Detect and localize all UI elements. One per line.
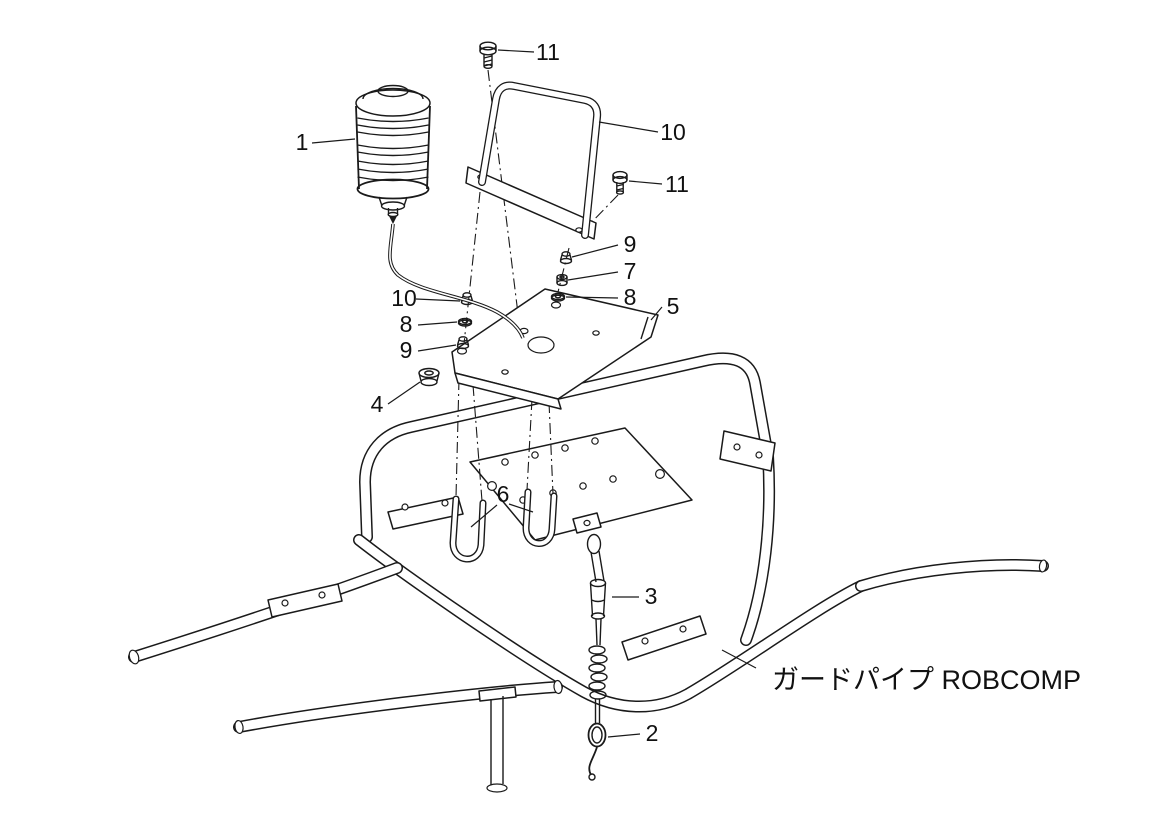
cable-assembly	[586, 533, 608, 781]
frame-brackets	[267, 427, 776, 793]
right-mount-bracket	[719, 430, 776, 472]
beacon-light	[355, 84, 525, 339]
pipe-end-cap	[553, 679, 563, 695]
callout-1: 1	[296, 129, 309, 155]
pipe-end-cap	[234, 719, 244, 735]
turnbuckle-body	[589, 578, 607, 620]
callout-3: 3	[645, 583, 658, 609]
washer-left	[457, 317, 473, 327]
stay-plate-front-right	[621, 615, 707, 661]
callout-9-right: 9	[624, 231, 637, 257]
u-bolt-left	[449, 495, 487, 563]
callout-5: 5	[667, 293, 680, 319]
callout-11-right: 11	[665, 171, 689, 197]
callout-2: 2	[646, 720, 659, 746]
callout-9-left: 9	[400, 337, 413, 363]
cable-spring	[588, 645, 608, 700]
callout-4: 4	[371, 391, 384, 417]
callout-8-right: 8	[624, 284, 637, 310]
cable-end-ring	[587, 722, 607, 781]
callout-7: 7	[624, 258, 637, 284]
u-bolt-right	[522, 488, 558, 547]
hardware-stack-right	[550, 251, 573, 302]
bolt-top	[479, 41, 497, 69]
stay-plate-left-arm	[267, 583, 343, 618]
bolt-right	[612, 170, 628, 195]
mounting-plate	[451, 288, 659, 410]
beacon-connector	[389, 216, 397, 224]
leader-lines	[311, 49, 757, 738]
plate-front-lip	[454, 372, 562, 410]
callout-6: 6	[497, 481, 510, 507]
callout-11-top: 11	[536, 39, 560, 65]
guard-pipe-annotation: ガードパイプ ROBCOMP	[772, 665, 1081, 695]
beacon-dome	[355, 89, 431, 117]
collar-spacer	[556, 273, 568, 287]
guard-pipe-frame	[128, 352, 1049, 735]
bottom-post-bracket	[478, 686, 517, 793]
pipe-end-cap	[128, 649, 140, 665]
washer-right	[550, 292, 566, 302]
plate-center-hole	[527, 336, 555, 354]
callout-10-right: 10	[660, 119, 686, 145]
beacon-base	[356, 178, 430, 200]
callout-labels: 1 11 10 11 9 7 8 5 10 8 9 4 6 3 2	[296, 39, 689, 746]
cable-top-ring	[586, 533, 602, 555]
guard-hoop	[465, 81, 602, 240]
grommet-part-4	[418, 367, 440, 387]
grommet-left-bottom	[456, 336, 470, 350]
pipe-end-cap	[1038, 559, 1048, 573]
callout-10-left: 10	[391, 285, 417, 311]
grommet-right	[559, 251, 573, 265]
callout-8-left: 8	[400, 311, 413, 337]
hoop-mounting-bar	[465, 166, 597, 240]
